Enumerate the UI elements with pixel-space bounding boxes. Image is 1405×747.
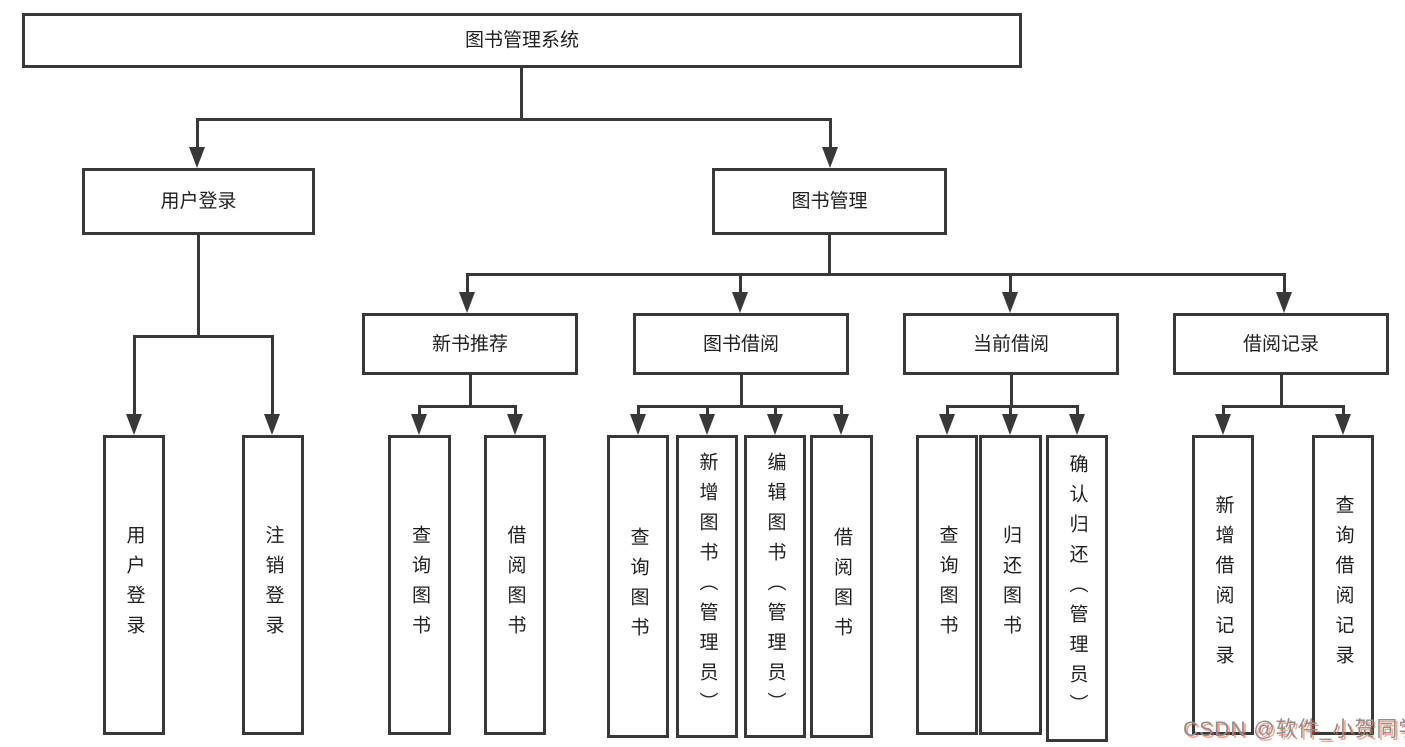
connector-stub: [1222, 405, 1225, 417]
arrow-down-icon: [507, 414, 523, 435]
node-user-login: 用户登录: [82, 168, 315, 235]
connector-stub: [1009, 405, 1012, 417]
arrow-down-icon: [699, 414, 715, 435]
node-leaf-query-books-2: 查询图书: [607, 435, 669, 738]
connector-stub: [840, 405, 843, 417]
connector-stub-book-borrow: [739, 273, 742, 295]
node-book-borrow: 图书借阅: [633, 313, 849, 375]
arrow-down-icon: [1002, 414, 1018, 435]
connector-user-login-trunk: [197, 235, 200, 335]
connector-stub: [946, 405, 949, 417]
connector-stub-leaf-user-login: [133, 335, 136, 417]
connector-current-borrow-trunk: [1010, 375, 1013, 405]
connector-stub-leaf-logout: [271, 335, 274, 417]
node-current-borrow: 当前借阅: [903, 313, 1119, 375]
arrow-down-icon: [1276, 292, 1292, 313]
arrow-down-icon: [459, 292, 475, 313]
node-borrow-records: 借阅记录: [1173, 313, 1389, 375]
connector-root-rail: [196, 118, 832, 121]
node-leaf-confirm-return-admin: 确认归还（管理员）: [1046, 435, 1108, 742]
arrow-down-icon: [264, 414, 280, 435]
arrow-down-icon: [1069, 414, 1085, 435]
node-leaf-query-books-1: 查询图书: [388, 435, 451, 735]
connector-root-trunk: [520, 68, 523, 118]
connector-borrow-records-trunk: [1280, 375, 1283, 405]
node-leaf-borrow-books-1: 借阅图书: [484, 435, 546, 735]
arrow-down-icon: [833, 414, 849, 435]
connector-borrow-records-rail: [1222, 405, 1345, 408]
node-leaf-add-borrow-record: 新增借阅记录: [1192, 435, 1254, 735]
connector-current-borrow-rail: [946, 405, 1079, 408]
node-new-book-recommend: 新书推荐: [362, 313, 578, 375]
connector-stub-current-borrow: [1009, 273, 1012, 295]
connector-book-mgmt-trunk: [828, 235, 831, 273]
node-leaf-return-books: 归还图书: [979, 435, 1042, 735]
connector-stub-borrow-records: [1283, 273, 1286, 295]
connector-new-book-rec-rail: [418, 405, 517, 408]
connector-user-login-rail: [133, 335, 274, 338]
node-leaf-query-borrow-record: 查询借阅记录: [1312, 435, 1374, 735]
arrow-down-icon: [1335, 414, 1351, 435]
arrow-down-icon: [1215, 414, 1231, 435]
arrow-down-icon: [126, 414, 142, 435]
arrow-down-icon: [822, 147, 838, 168]
node-book-management: 图书管理: [712, 168, 947, 235]
connector-stub-book-mgmt: [829, 118, 832, 150]
connector-stub: [1076, 405, 1079, 417]
csdn-watermark: CSDN @软件_小贺同学: [1183, 718, 1405, 741]
arrow-down-icon: [732, 292, 748, 313]
connector-stub: [1342, 405, 1345, 417]
node-leaf-query-books-3: 查询图书: [916, 435, 978, 735]
connector-stub: [706, 405, 709, 417]
arrow-down-icon: [1002, 292, 1018, 313]
connector-stub: [637, 405, 640, 417]
node-library-system: 图书管理系统: [22, 13, 1022, 68]
connector-stub-new-book-rec: [466, 273, 469, 295]
arrow-down-icon: [630, 414, 646, 435]
node-leaf-user-login: 用户登录: [103, 435, 165, 735]
node-leaf-add-books-admin: 新增图书（管理员）: [676, 435, 738, 738]
connector-stub: [774, 405, 777, 417]
connector-book-mgmt-rail: [466, 273, 1286, 276]
node-leaf-edit-books-admin: 编辑图书（管理员）: [744, 435, 806, 738]
node-leaf-logout: 注销登录: [242, 435, 304, 735]
arrow-down-icon: [767, 414, 783, 435]
arrow-down-icon: [411, 414, 427, 435]
node-leaf-borrow-books-2: 借阅图书: [810, 435, 873, 738]
arrow-down-icon: [939, 414, 955, 435]
connector-new-book-rec-trunk: [469, 375, 472, 405]
connector-stub: [418, 405, 421, 417]
connector-stub-user-login: [196, 118, 199, 150]
arrow-down-icon: [189, 147, 205, 168]
connector-book-borrow-rail: [637, 405, 843, 408]
connector-stub: [514, 405, 517, 417]
connector-book-borrow-trunk: [740, 375, 743, 405]
